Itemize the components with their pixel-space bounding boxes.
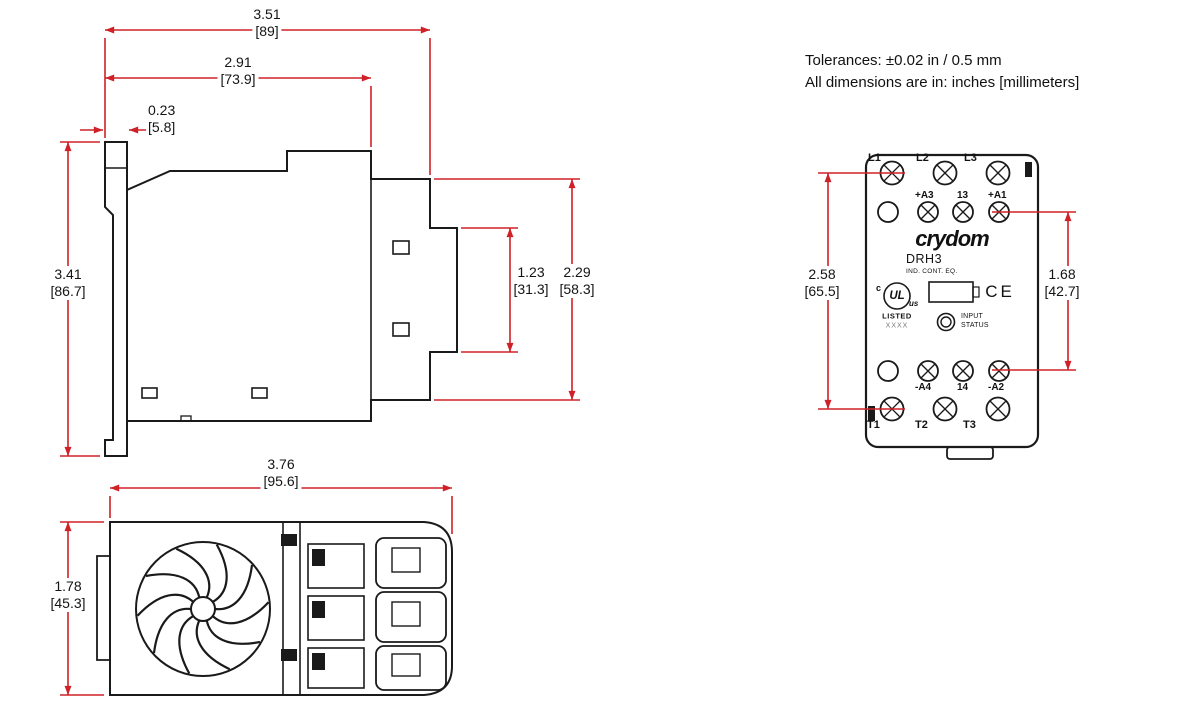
ce-mark: CE — [985, 282, 1015, 301]
bottom-body-outline — [109, 521, 453, 696]
dim-inches: 1.68 — [1045, 266, 1079, 283]
dim-side-total-width: 3.51 [89] — [250, 6, 284, 40]
dim-mm: [31.3] — [513, 281, 549, 297]
ul-listed-label: LISTED — [882, 311, 912, 321]
bottom-view-drawing — [96, 521, 453, 696]
dim-mm: [86.7] — [47, 283, 89, 300]
dim-front-mount-height: 2.58 [65.5] — [801, 266, 843, 300]
fan — [135, 541, 271, 677]
bottom-backplate — [96, 555, 110, 661]
ul-logo-circle — [883, 282, 911, 310]
relay-cavity — [307, 543, 365, 589]
dim-side-terminal-depth: 1.23 [31.3] — [513, 264, 548, 298]
input-status-line1: INPUT — [961, 313, 983, 320]
clip — [281, 649, 297, 661]
dim-inches: 2.58 — [805, 266, 839, 283]
dim-mm: [58.3] — [556, 281, 598, 298]
ul-logo-text: UL — [889, 290, 905, 302]
input-status-label: INPUT STATUS — [961, 312, 989, 331]
dim-mm: [45.3] — [47, 595, 89, 612]
terminal-label-l1: L1 — [868, 152, 881, 164]
screw-terminal — [877, 201, 1010, 223]
bottom-mount-tab — [946, 446, 994, 460]
terminal-label-a2: -A2 — [988, 382, 1005, 393]
dim-mm: [65.5] — [801, 283, 843, 300]
units-note: All dimensions are in: inches [millimete… — [805, 74, 1080, 91]
dim-inches: 2.91 — [221, 54, 255, 71]
terminal-block — [375, 537, 447, 589]
terminal-label-l3: L3 — [964, 152, 977, 164]
terminal-label-a1: +A1 — [988, 190, 1007, 201]
dim-inches: 3.51 — [250, 6, 284, 23]
part-number-box-tab — [972, 286, 980, 298]
terminal-label-t2: T2 — [915, 419, 928, 431]
mount-hole — [877, 201, 899, 223]
dim-mm: [42.7] — [1041, 283, 1083, 300]
input-status-led — [940, 316, 952, 328]
terminal-label-l2: L2 — [916, 152, 929, 164]
bottom-notch — [180, 415, 192, 422]
terminal-block — [375, 645, 447, 691]
dim-side-total-height: 3.41 [86.7] — [47, 266, 89, 300]
relay-cavity — [307, 647, 365, 689]
brand-logo: crydom — [915, 226, 989, 251]
dim-inches: 2.29 — [560, 264, 594, 281]
terminal-screw — [392, 322, 410, 337]
dim-mm: [95.6] — [260, 473, 302, 490]
din-backplate — [104, 141, 128, 457]
din-slot — [1025, 162, 1032, 177]
part-number-box — [928, 281, 974, 303]
dim-inches: 0.23 — [148, 102, 176, 118]
terminal-label-a3: +A3 — [915, 190, 934, 201]
din-slot — [868, 406, 875, 421]
drawing-notes: Tolerances: ±0.02 in / 0.5 mm All dimens… — [805, 50, 1079, 94]
dim-mm: [73.9] — [217, 71, 259, 88]
dim-side-din-tab: 0.23 [5.8] — [148, 102, 175, 136]
bottom-detail — [141, 387, 158, 399]
dim-bottom-depth: 1.78 [45.3] — [47, 578, 89, 612]
fan-blades — [136, 544, 270, 674]
dim-mm: [89] — [252, 23, 282, 40]
ul-c-label: c — [876, 283, 882, 293]
dim-bottom-width: 3.76 [95.6] — [260, 456, 302, 490]
bottom-detail — [251, 387, 268, 399]
ul-file-number: XXXX — [885, 322, 909, 330]
front-view-drawing — [864, 153, 1040, 460]
terminal-label-t3: T3 — [963, 419, 976, 431]
dim-side-front-depth: 2.29 [58.3] — [556, 264, 598, 298]
relay-cavity — [307, 595, 365, 641]
dim-inches: 3.41 — [51, 266, 85, 283]
dim-inches: 1.78 — [51, 578, 85, 595]
dim-side-body-width: 2.91 [73.9] — [217, 54, 259, 88]
screw-terminal — [877, 360, 1010, 382]
clip — [281, 534, 297, 546]
input-status-led — [936, 312, 956, 332]
terminal-label-13: 13 — [957, 190, 969, 201]
terminal-label-14: 14 — [957, 382, 969, 393]
dim-front-control-height: 1.68 [42.7] — [1041, 266, 1083, 300]
tolerance-note: Tolerances: ±0.02 in / 0.5 mm — [805, 52, 1002, 69]
ul-us-label: us — [909, 299, 919, 308]
terminal-block — [375, 591, 447, 643]
mount-hole — [877, 360, 899, 382]
side-body-outline — [126, 150, 458, 422]
side-view-drawing — [104, 141, 458, 457]
equipment-type: IND. CONT. EQ. — [906, 268, 958, 275]
model-number: DRH3 — [906, 252, 943, 266]
input-status-line2: STATUS — [961, 322, 989, 330]
terminal-label-t1: T1 — [867, 419, 880, 431]
dim-inches: 3.76 — [264, 456, 298, 473]
dim-mm: [5.8] — [148, 119, 176, 135]
terminal-label-a4: -A4 — [915, 382, 932, 393]
dim-inches: 1.23 — [517, 264, 545, 280]
terminal-screw — [392, 240, 410, 255]
